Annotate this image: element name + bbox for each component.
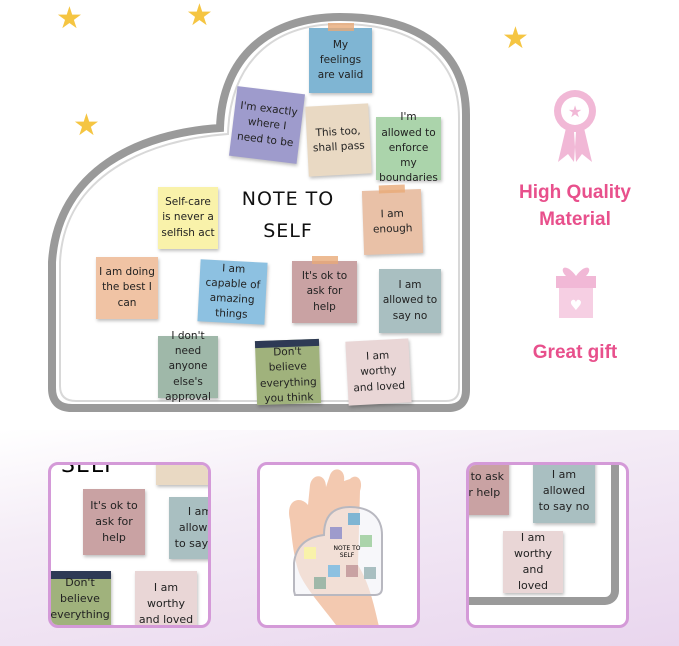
tape <box>327 23 354 31</box>
hand-holding-heart <box>289 469 383 625</box>
sticky-note: I am capable of amazing things <box>197 259 268 325</box>
sticky-note: I am worthy and loved <box>503 531 563 593</box>
panel-title: SELF <box>61 462 118 478</box>
sticky-note: My feelings are valid <box>309 23 372 93</box>
sticky-note: I am allowed to say no <box>533 465 595 523</box>
feature-great-gift: Great gift <box>532 342 618 363</box>
sticky-note: I am worthy and loved <box>135 571 197 625</box>
sticky-note: I don't need anyone else's approval <box>158 330 218 403</box>
sticky-note: This too, shall pass <box>305 103 372 177</box>
sticky-note: Self-care is never a selfish act <box>158 187 218 249</box>
heart-title: NOTE TO SELF <box>228 183 348 248</box>
star-icon: ★ <box>186 0 213 33</box>
star-icon: ★ <box>56 1 83 36</box>
note-fragment <box>156 465 208 485</box>
star-icon: ★ <box>73 108 100 143</box>
sticky-note: I'm allowed to enforce my boundaries <box>376 111 441 184</box>
sticky-note: Don't believe everything you think <box>51 571 111 625</box>
title-line-2: SELF <box>263 220 313 243</box>
sticky-note: Don't believe everything you think <box>254 338 322 406</box>
sticky-note: I am enough <box>361 184 424 256</box>
mini-heart-title: NOTE TO SELF <box>333 545 361 559</box>
title-line-1: NOTE TO <box>241 188 335 210</box>
detail-panel-right: ok to ask for help I am allowed to say n… <box>466 462 629 628</box>
sticky-note: I am worthy and loved <box>345 338 412 406</box>
award-ribbon-icon: ★ <box>554 90 596 162</box>
sticky-note: I am doing the best I can <box>96 257 158 319</box>
gift-box-icon: ♥ <box>556 267 596 318</box>
star-icon: ★ <box>502 21 529 56</box>
tape <box>311 256 338 264</box>
sticky-note: ok to ask for help <box>469 465 509 515</box>
sticky-note: I am allowed to say no <box>169 497 208 559</box>
feature-high-quality: High Quality Material <box>519 182 631 230</box>
frame-edge <box>469 465 619 605</box>
detail-panel-left: SELF It's ok to ask for help I am allowe… <box>48 462 211 628</box>
sticky-note: It's ok to ask for help <box>83 489 145 555</box>
sticky-note: I am allowed to say no <box>379 269 441 333</box>
svg-text:★: ★ <box>568 102 582 121</box>
sticky-note: It's ok to ask for help <box>292 256 357 323</box>
detail-panel-middle: NOTE TO SELF <box>257 462 420 628</box>
sticky-note: I'm exactly where I need to be <box>228 86 306 164</box>
tape <box>378 184 405 194</box>
svg-text:♥: ♥ <box>570 298 583 314</box>
